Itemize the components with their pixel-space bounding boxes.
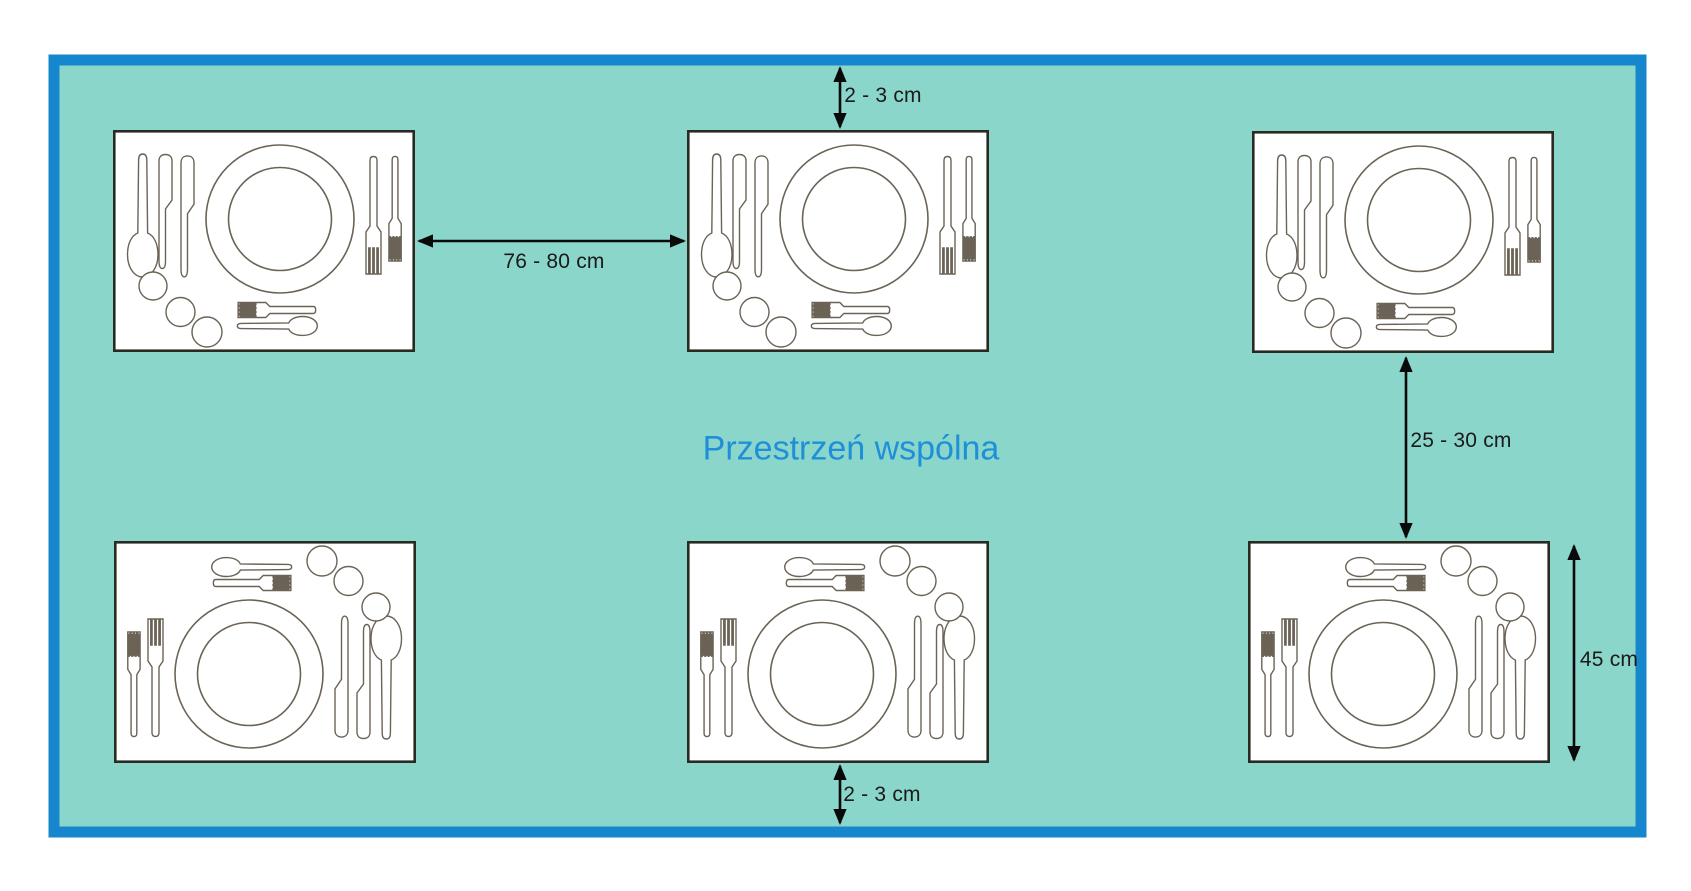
label-top-edge-gap: 2 - 3 cm	[844, 84, 922, 107]
place-setting-bottom-right	[1249, 542, 1548, 761]
place-setting-top-left	[114, 131, 413, 350]
label-bottom-edge-gap: 2 - 3 cm	[843, 783, 921, 806]
label-setting-depth: 45 cm	[1579, 648, 1639, 671]
label-rows-gap: 25 - 30 cm	[1410, 429, 1512, 452]
place-setting-bottom-center	[688, 542, 987, 761]
place-setting-top-right	[1253, 132, 1552, 351]
place-setting-top-center	[688, 131, 987, 350]
place-setting-bottom-left	[115, 542, 414, 761]
label-seat-spacing: 76 - 80 cm	[503, 250, 605, 273]
diagram-title: Przestrzeń wspólna	[702, 429, 1000, 468]
